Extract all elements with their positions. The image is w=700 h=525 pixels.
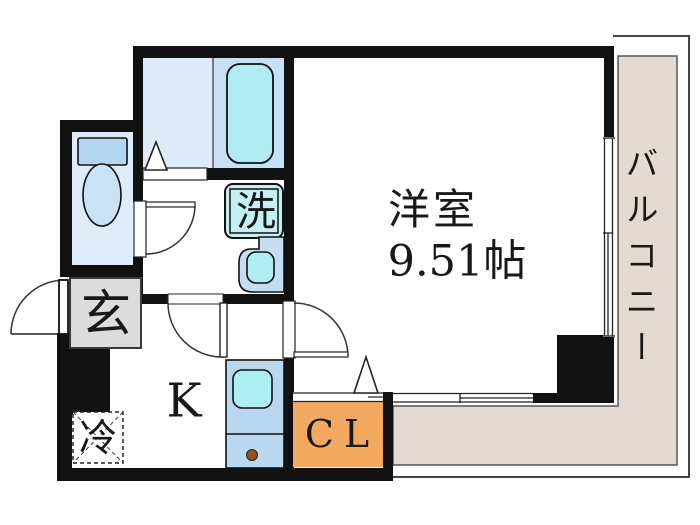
bathroom-door (142, 167, 208, 181)
entrance-floor (69, 277, 142, 349)
wash-basin-bowl (246, 251, 275, 284)
closet-door-swing-triangle (352, 354, 380, 394)
closet-floor (293, 402, 383, 467)
western-room-label: 洋室 (387, 185, 479, 234)
kitchen-label: K (166, 373, 202, 429)
kitchen-burner (246, 449, 258, 461)
room-entry-doorway (282, 300, 296, 359)
wall-washroom-bottom-left (133, 294, 168, 304)
balcony-label: バルコニー (620, 146, 659, 376)
wall-toilet-left (60, 120, 72, 277)
wall-right-upper (604, 46, 614, 138)
kitchen-counter (225, 359, 285, 469)
washing-machine-inner (229, 188, 279, 234)
washroom-door-leaf (219, 302, 228, 358)
washroom-door-arc (167, 302, 223, 358)
closet-label: CL (304, 412, 380, 456)
washing-machine-outer (224, 183, 284, 239)
wall-closet-right (383, 392, 393, 481)
washer-label: 洗 (236, 189, 276, 235)
washing-machine (224, 183, 284, 239)
balcony-outer-rail (392, 35, 690, 478)
refrigerator-diagonal-2 (72, 411, 124, 464)
toilet-door-leaf (145, 201, 196, 208)
wall-bathroom-bottom (207, 168, 294, 180)
toilet-bowl (82, 163, 122, 227)
entrance-door (10, 279, 69, 335)
entrance-door-arc (10, 279, 66, 335)
windows (393, 137, 615, 404)
toilet-door-arc (145, 204, 196, 255)
room-entry-door-arc (293, 302, 349, 358)
wall-corner-column (557, 335, 614, 403)
wash-basin (238, 236, 285, 293)
entrance-label: 玄 (81, 285, 131, 343)
bathtub (226, 63, 274, 164)
wall-bottom (57, 468, 393, 481)
wall-closet-left (284, 357, 294, 469)
wall-toilet-bottom (60, 265, 143, 277)
toilet (77, 137, 128, 227)
washroom-door (167, 293, 228, 358)
toilet-doorway (133, 200, 147, 258)
wall-left-lower (57, 333, 72, 468)
wall-washroom-bottom-right (223, 294, 294, 304)
refrigerator-space (72, 411, 124, 464)
toilet-tank (77, 137, 128, 166)
entrance-door-leaf (58, 279, 69, 335)
toilet-door (133, 200, 196, 258)
washroom-doorway (167, 293, 224, 305)
wall-top (133, 46, 614, 58)
closet-door-band (293, 392, 383, 402)
refrigerator-label: 冷 (78, 416, 118, 460)
room-entry-door (282, 300, 349, 359)
room-entry-door-leaf (293, 351, 349, 358)
western-room-size: 9.51帖 (387, 236, 527, 287)
walls (57, 46, 614, 481)
kitchen-sink (232, 369, 273, 409)
wall-toilet-top (60, 120, 143, 132)
bathroom-door-swing-triangle (143, 139, 169, 171)
wall-center-vertical (284, 46, 294, 302)
